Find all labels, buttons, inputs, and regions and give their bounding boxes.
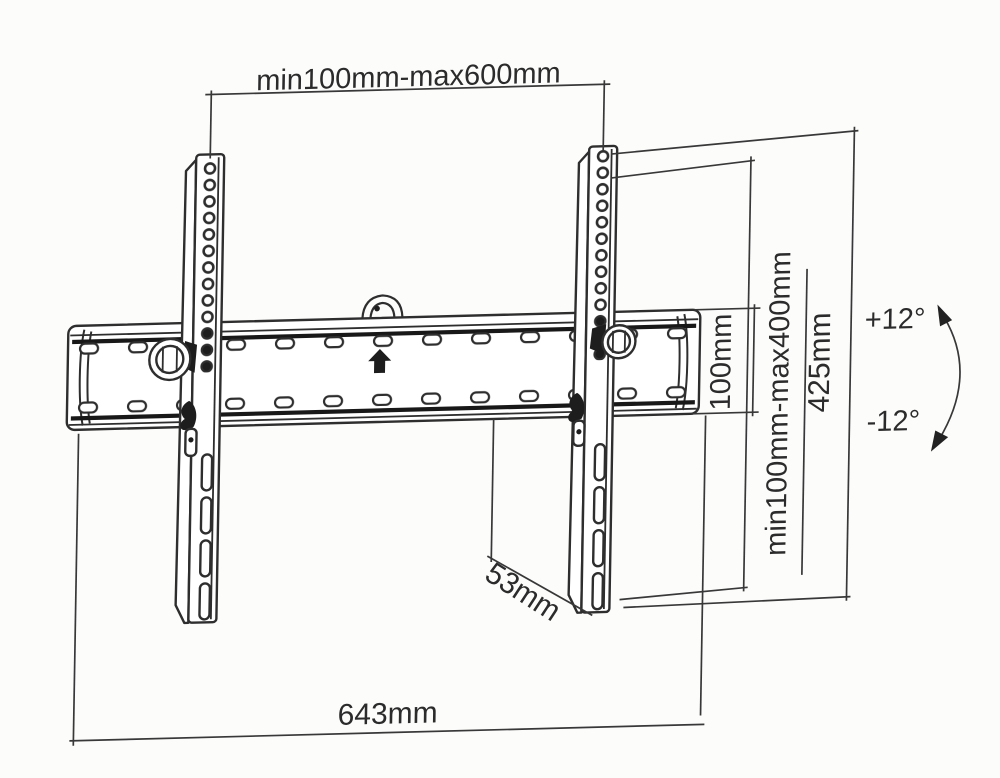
tilt-arc-arrow [938,316,961,440]
left-bracket-hole-column [199,161,218,373]
dimension-bracket-height: 425mm [611,126,859,609]
right-latch [568,392,586,447]
right-bracket-hole-column [592,149,611,361]
right-bracket-slot [591,528,605,568]
dim-label-depth: 53mm [479,556,567,628]
safety-hook [361,294,404,319]
left-bracket-slot [198,539,212,578]
tilt-up-label: +12° [865,303,926,337]
up-arrow-icon [368,348,392,374]
right-bracket-slot [591,571,605,611]
left-bracket-slot [199,496,213,535]
left-bracket-slot [200,453,214,492]
dim-label-top-width: min100mm-max600mm [256,57,561,97]
dim-line-auxiliary [801,268,808,575]
dimension-rail-length: 643mm [69,415,707,746]
dim-label-vesa-height: min100mm-max400mm [760,251,797,556]
right-tv-bracket [567,144,637,614]
dim-label-bracket-height: 425mm [803,312,838,413]
right-bracket-edge-line [602,148,613,610]
drawing-root: min100mm-max600mm min100mm-max400mm 425m… [65,57,961,746]
tilt-range-annotation: +12° -12° [865,303,961,452]
left-tilt-knob [148,337,198,382]
left-bracket-edge-line [209,157,220,620]
right-tilt-knob [589,324,637,360]
right-bracket-slot [593,442,607,482]
left-bracket-slot [198,582,212,621]
wall-rail [65,294,702,432]
right-bracket-slot [592,485,606,525]
left-tv-bracket [148,152,226,625]
dim-label-rail-height: 100mm [705,313,739,411]
left-latch [180,400,198,458]
dimension-rail-height: 100mm [692,304,761,417]
dimension-top-width: min100mm-max600mm [205,57,611,159]
tilt-down-label: -12° [866,405,920,438]
rail-slot-rows [76,309,697,430]
dim-label-rail-length: 643mm [337,696,438,732]
dimension-vesa-height: min100mm-max400mm [610,156,797,601]
